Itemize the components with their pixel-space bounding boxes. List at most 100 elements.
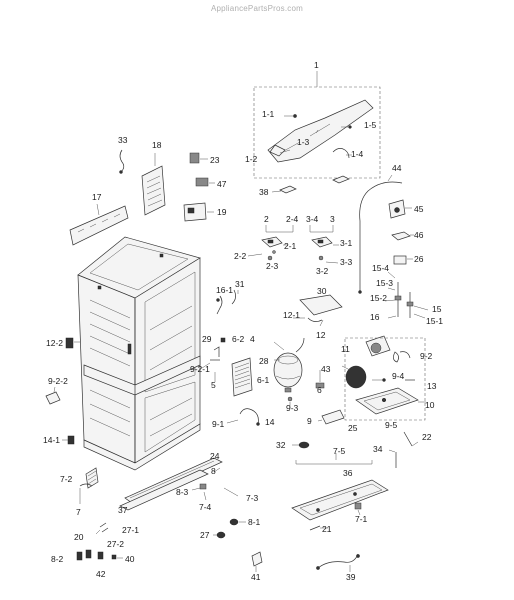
callout-34: 34	[373, 444, 383, 454]
callout-17: 17	[92, 192, 102, 202]
part-18-panel	[141, 153, 166, 216]
callout-8-1: 8-1	[248, 517, 261, 527]
part-35-wire	[316, 553, 360, 572]
part-20-21	[213, 518, 246, 539]
callout-2-1: 2-1	[284, 241, 297, 251]
part-group-1	[253, 71, 381, 179]
part-34	[292, 441, 310, 449]
refrigerator-cabinet	[77, 236, 201, 471]
part-17-cover	[69, 203, 129, 246]
callout-3-4: 3-4	[306, 214, 319, 224]
callout-9-1: 9-1	[212, 419, 225, 429]
callout-9-2-2: 9-2-2	[48, 376, 68, 386]
callout-2-2: 2-2	[234, 251, 247, 261]
callout-27-1: 27-1	[122, 525, 139, 535]
part-22-24	[388, 431, 419, 468]
part-14-wire	[226, 408, 260, 426]
part-33-wire	[119, 149, 125, 174]
callout-15-1: 15-1	[426, 316, 443, 326]
callout-33: 33	[118, 135, 128, 145]
callout-31: 31	[235, 279, 245, 289]
part-40-41-42	[76, 549, 123, 561]
callout-19: 19	[217, 207, 227, 217]
callout-7-4: 7-4	[199, 502, 212, 512]
callout-2-4: 2-4	[286, 214, 299, 224]
part-31-30	[216, 289, 239, 315]
callout-12-2: 12-2	[46, 338, 63, 348]
callout-1: 1	[314, 60, 319, 70]
callout-23: 23	[210, 155, 220, 165]
callout-26: 26	[414, 254, 424, 264]
callout-37: 37	[118, 505, 128, 515]
callout-40: 40	[125, 554, 135, 564]
callout-42: 42	[96, 569, 106, 579]
callout-6: 6	[317, 385, 322, 395]
callout-1-3: 1-3	[297, 137, 310, 147]
callout-4: 4	[250, 334, 255, 344]
callout-22: 22	[422, 432, 432, 442]
callout-24: 24	[210, 451, 220, 461]
part-group-12	[293, 294, 343, 327]
callout-6-2: 6-2	[232, 334, 245, 344]
callout-47: 47	[217, 179, 227, 189]
callout-13: 13	[427, 381, 437, 391]
callout-20: 20	[74, 532, 84, 542]
callout-3-3: 3-3	[340, 257, 353, 267]
part-25	[317, 409, 345, 425]
callout-46: 46	[414, 230, 424, 240]
callout-25: 25	[348, 423, 358, 433]
callout-14: 14	[265, 417, 275, 427]
callout-12-1: 12-1	[283, 310, 300, 320]
callout-1-5: 1-5	[364, 120, 377, 130]
callout-43: 43	[321, 364, 331, 374]
part-group-9	[341, 335, 426, 421]
callout-7-5: 7-5	[333, 446, 346, 456]
part-45-46-26	[388, 199, 414, 265]
callout-27-2: 27-2	[107, 539, 124, 549]
callout-9-4: 9-4	[392, 371, 405, 381]
callout-9-2-1: 9-2-1	[190, 364, 210, 374]
callout-28: 28	[259, 356, 269, 366]
callout-16: 16	[370, 312, 380, 322]
part-group-2	[247, 225, 294, 261]
callout-6-1: 6-1	[257, 375, 270, 385]
callout-7-3: 7-3	[246, 493, 259, 503]
callout-21: 21	[322, 524, 332, 534]
callout-1-2: 1-2	[245, 154, 258, 164]
callout-15-2: 15-2	[370, 293, 387, 303]
part-5	[45, 386, 61, 405]
part-43-grille	[231, 357, 253, 397]
part-23-47-19-boards	[183, 152, 215, 222]
callout-14-1: 14-1	[43, 435, 60, 445]
callout-8-3: 8-3	[176, 487, 189, 497]
part-39	[251, 551, 263, 572]
part-group-15-16	[384, 271, 429, 319]
callout-18: 18	[152, 140, 162, 150]
callout-2: 2	[264, 214, 269, 224]
part-27	[95, 522, 109, 535]
callout-9: 9	[307, 416, 312, 426]
part-38	[271, 175, 350, 194]
callout-39: 39	[346, 572, 356, 582]
callout-9-5: 9-5	[385, 420, 398, 430]
callout-15: 15	[432, 304, 442, 314]
callout-2-3: 2-3	[266, 261, 279, 271]
callout-3-1: 3-1	[340, 238, 353, 248]
callout-12: 12	[316, 330, 326, 340]
callout-9-3: 9-3	[286, 403, 299, 413]
part-group-3	[309, 225, 339, 264]
part-36	[85, 467, 99, 489]
callout-15-4: 15-4	[372, 263, 389, 273]
callout-15-3: 15-3	[376, 278, 393, 288]
callout-3-2: 3-2	[316, 266, 329, 276]
callout-30: 30	[317, 286, 327, 296]
part-29	[65, 337, 80, 349]
callout-32: 32	[276, 440, 286, 450]
part-10-13	[289, 370, 325, 408]
part-group-8	[291, 453, 389, 531]
callout-16-1: 16-1	[216, 285, 233, 295]
callout-7-2: 7-2	[60, 474, 73, 484]
callout-1-1: 1-1	[262, 109, 275, 119]
part-11-compressor	[273, 337, 305, 402]
